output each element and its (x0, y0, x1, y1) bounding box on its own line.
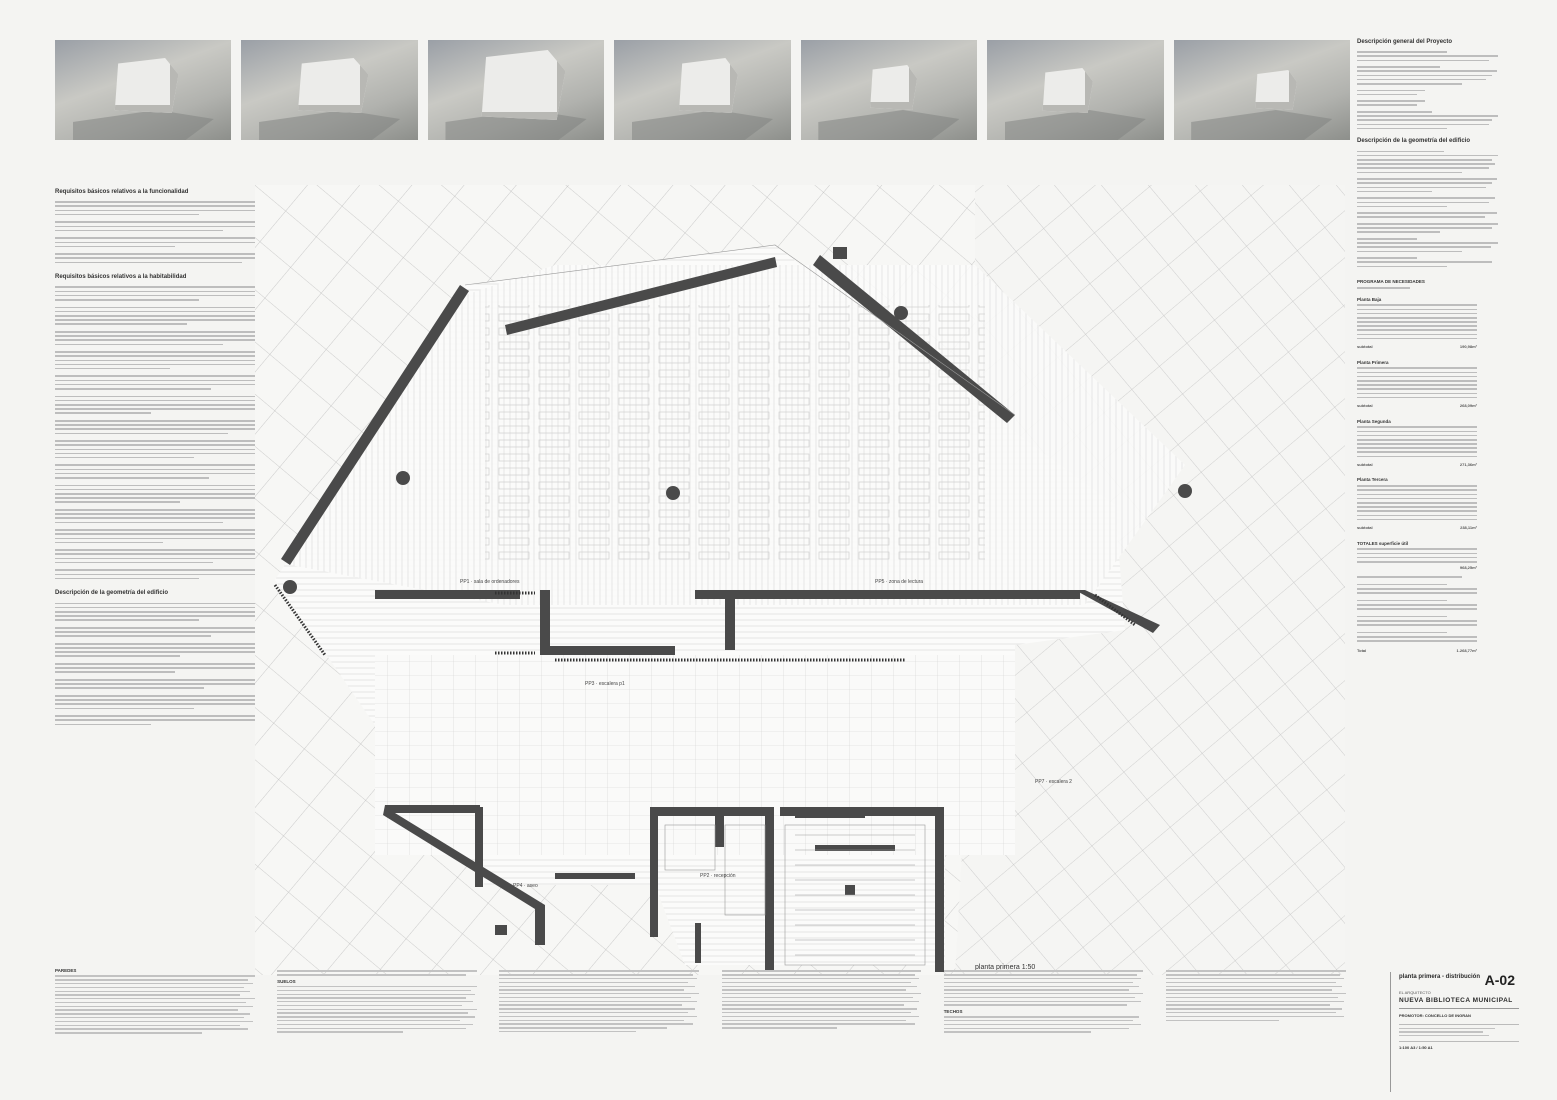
reading-desks (485, 305, 985, 565)
floor-heading: Planta Segunda (1357, 418, 1391, 424)
left-text-column: Requisitos básicos relativos a la funcio… (55, 189, 295, 970)
project-name: NUEVA BIBLIOTECA MUNICIPAL (1399, 997, 1513, 1004)
right-text-column: Descripción general del Proyecto Descrip… (1357, 39, 1507, 940)
render-image (55, 40, 232, 140)
section-heading: Descripción de la geometría del edificio (1357, 138, 1471, 145)
section-heading: Descripción de la geometría del edificio (55, 590, 169, 597)
drawing-title: planta primera - distribución (1399, 974, 1481, 980)
spec-column (499, 968, 709, 1088)
render-image (241, 40, 418, 140)
plan-title: planta primera 1:50 (975, 964, 1035, 971)
svg-text:PP7 · escalera 2: PP7 · escalera 2 (1035, 779, 1072, 785)
spec-heading: SUELOS (277, 978, 296, 984)
spec-column: PAREDES (55, 968, 265, 1088)
section-heading: Requisitos básicos relativos a la habita… (55, 274, 187, 281)
title-block: planta primera - distribución A-02 EL AR… (1390, 972, 1519, 1092)
scale: 1:100 A3 / 1:50 A1 (1399, 1045, 1433, 1051)
specifications-block: PAREDES SUELOS TECHOS (55, 968, 1355, 1088)
svg-text:PP2 · recepción: PP2 · recepción (700, 873, 736, 879)
railings (273, 584, 1136, 662)
render-image (427, 40, 605, 140)
svg-text:PP4 · aseo: PP4 · aseo (513, 883, 538, 889)
section-heading: Descripción general del Proyecto (1357, 39, 1453, 45)
svg-text:PP5 · zona de lectura: PP5 · zona de lectura (875, 579, 923, 585)
table-title: PROGRAMA DE NECESIDADES (1357, 279, 1425, 285)
render-image (614, 40, 791, 140)
promotor: PROMOTOR: CONCELLO DE INGRAN (1399, 1013, 1471, 1018)
structural-walls (281, 247, 1160, 972)
spec-column (1165, 968, 1355, 1088)
spec-column: SUELOS (277, 968, 487, 1088)
stair-lines (464, 244, 1016, 966)
spec-heading: PAREDES (55, 968, 77, 973)
spec-column: TECHOS (943, 968, 1154, 1088)
render-image (987, 40, 1164, 140)
spec-column (721, 968, 932, 1088)
svg-text:PP3 · escalera p1: PP3 · escalera p1 (585, 681, 625, 687)
project-prefix: EL ARQUITECTO (1399, 990, 1431, 995)
section-heading: Requisitos básicos relativos a la funcio… (55, 189, 189, 195)
svg-text:PP1 · sala de ordenadores: PP1 · sala de ordenadores (460, 579, 520, 585)
columns (283, 306, 1192, 594)
floor-heading: Planta Baja (1357, 296, 1382, 302)
render-image (1173, 40, 1350, 140)
floor-plan: PP1 · sala de ordenadores PP5 · zona de … (255, 185, 1345, 975)
floor-heading: Planta Tercera (1357, 477, 1388, 483)
room-labels: PP1 · sala de ordenadores PP5 · zona de … (460, 579, 1072, 889)
floor-heading: Planta Primera (1357, 359, 1389, 365)
renders-strip (55, 40, 1350, 140)
total-util: 968,25m² (1459, 565, 1477, 571)
spec-heading: TECHOS (943, 1008, 963, 1014)
sheet-number: A-02 (1484, 972, 1515, 988)
render-image (800, 40, 978, 140)
totals-heading: TOTALES superficie útil (1357, 540, 1409, 546)
